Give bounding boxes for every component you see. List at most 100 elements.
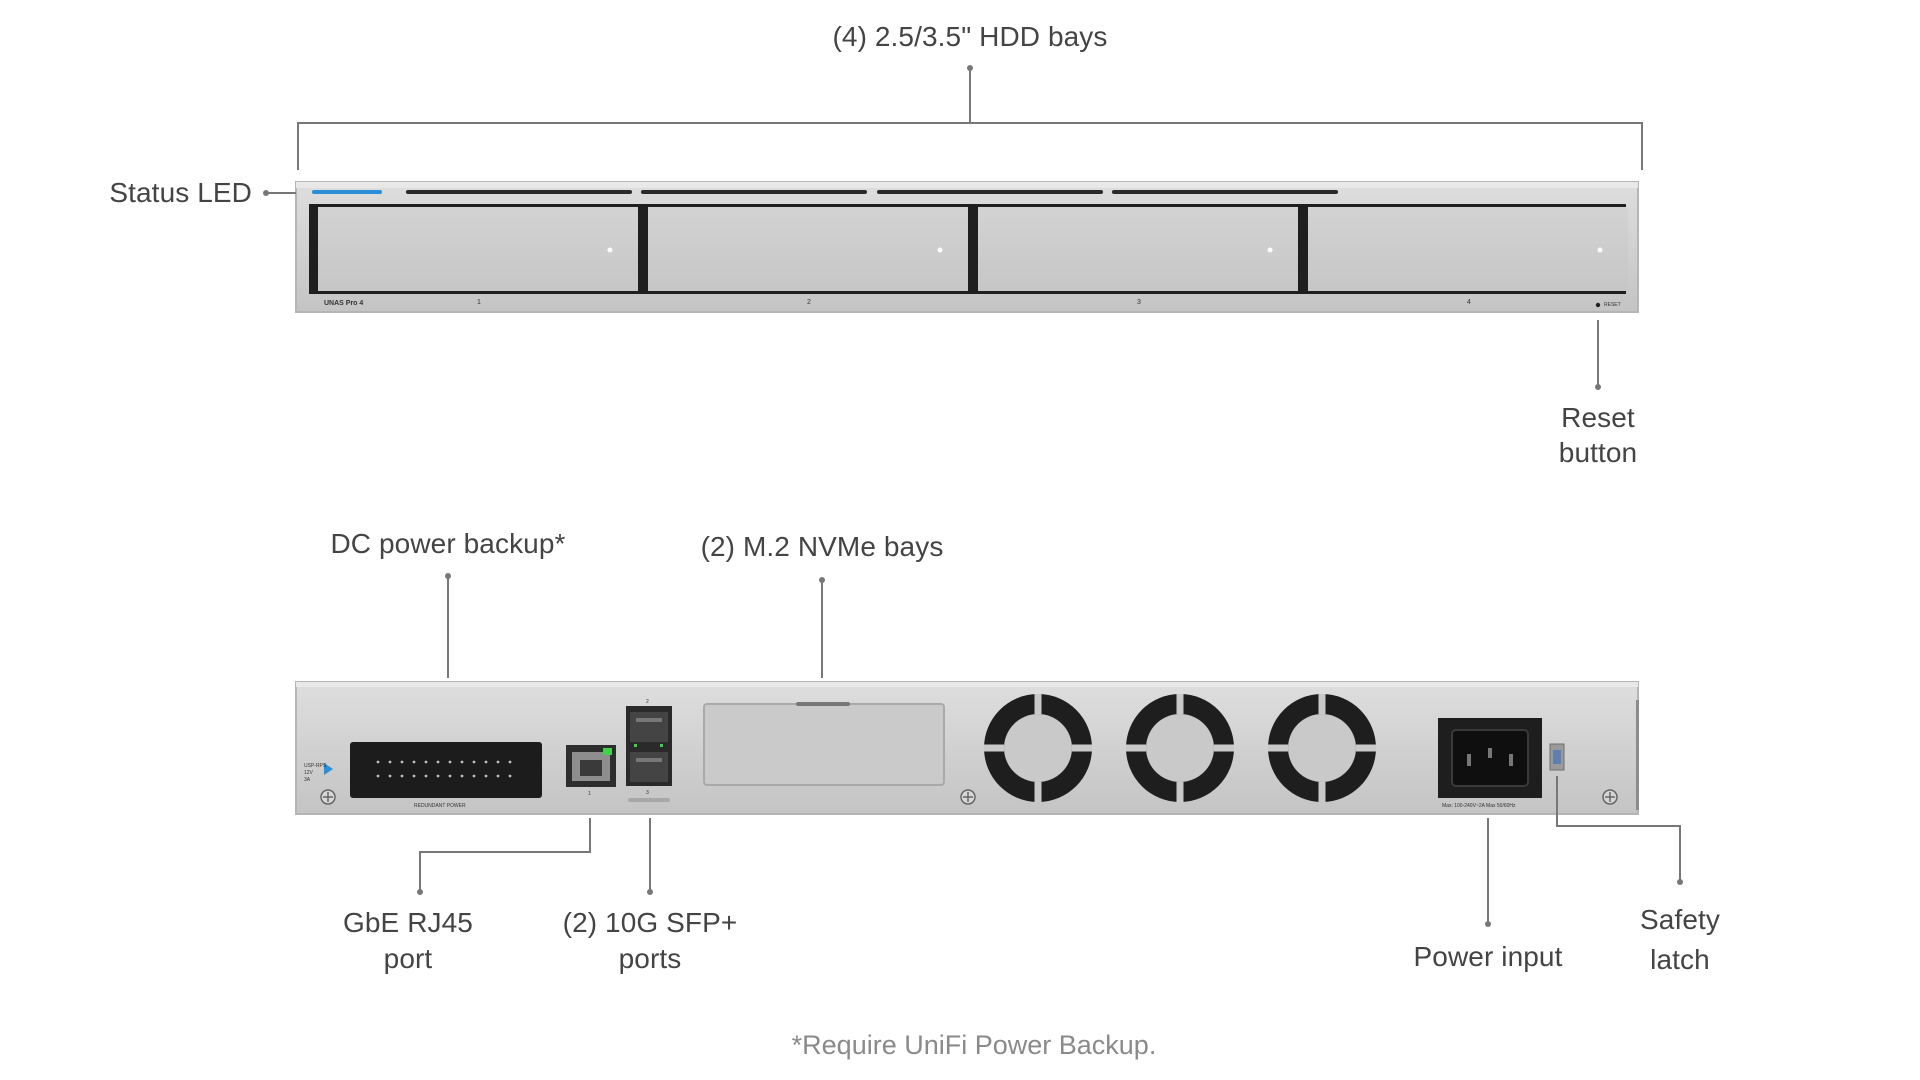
power-pin-ground <box>1488 748 1492 758</box>
status-led-bar <box>312 190 382 194</box>
gbe-leader <box>419 818 591 890</box>
reset-label-line-2: button <box>1558 437 1638 468</box>
hdd-tray-4[interactable] <box>1308 207 1628 291</box>
bay-slot-line-1 <box>406 190 632 194</box>
nvme-bay-cover[interactable] <box>703 703 945 786</box>
dc-pin <box>448 774 452 778</box>
dc-pin <box>472 760 476 764</box>
bay-slot-line-4 <box>1112 190 1338 194</box>
footnote: *Require UniFi Power Backup. <box>791 1030 1157 1060</box>
dc-power-label: DC power backup* <box>330 528 566 559</box>
rj45-jack-inner <box>580 760 602 776</box>
dc-pin <box>508 774 512 778</box>
reset-marking: RESET <box>1604 302 1621 308</box>
sfp-bottom-number: 3 <box>646 790 649 796</box>
dc-note-line-3: 3A <box>304 777 311 783</box>
dc-note-arrow-icon <box>324 763 333 775</box>
fan-icons <box>984 694 1376 802</box>
dc-pin <box>412 774 416 778</box>
bay-slot-line-3 <box>877 190 1103 194</box>
tray-release-2[interactable] <box>937 247 943 253</box>
reset-label-line-1: Reset <box>1561 402 1635 433</box>
bay-slot-line-2 <box>641 190 867 194</box>
fan-icon-1 <box>984 694 1092 802</box>
sfp-ports-label: (2) 10G SFP+ ports <box>563 905 738 977</box>
front-panel <box>295 181 1639 313</box>
rear-right-edge <box>1636 700 1639 810</box>
gbe-port-label: GbE RJ45 port <box>343 905 473 977</box>
dc-pin <box>400 774 404 778</box>
sfp-label-line-2: ports <box>618 943 682 974</box>
dc-pin <box>472 774 476 778</box>
status-led-label: Status LED <box>109 177 252 208</box>
dc-note-line-1: USP-RPS <box>304 763 327 769</box>
dc-pin <box>376 774 380 778</box>
rear-leader-dots <box>417 573 1683 927</box>
sfp-port-3[interactable] <box>630 752 668 782</box>
reset-button-dot[interactable] <box>1595 302 1601 308</box>
rear-panel <box>295 681 1639 815</box>
dc-pin <box>388 774 392 778</box>
tray-release-1[interactable] <box>607 247 613 253</box>
dc-pin <box>484 774 488 778</box>
dc-pin <box>388 760 392 764</box>
dc-pin <box>412 760 416 764</box>
redundant-power-marking: REDUNDANT POWER <box>414 803 466 809</box>
hdd-bays-bracket <box>297 122 1643 170</box>
front-leader-dots <box>263 65 1601 390</box>
bay-number-1: 1 <box>477 299 481 306</box>
dc-pin <box>448 760 452 764</box>
sfp-pull-tab <box>628 798 670 802</box>
power-input-label: Power input <box>1413 941 1563 972</box>
dc-pin <box>484 760 488 764</box>
dc-pin <box>496 760 500 764</box>
fan-icon-3 <box>1268 694 1376 802</box>
front-model-label: UNAS Pro 4 <box>324 300 364 307</box>
dc-pin <box>424 774 428 778</box>
bay-number-4: 4 <box>1467 299 1471 306</box>
bay-number-3: 3 <box>1137 299 1141 306</box>
hdd-tray-1[interactable] <box>318 207 638 291</box>
dc-pin <box>460 774 464 778</box>
gbe-label-line-1: GbE RJ45 <box>343 907 473 938</box>
power-pin-left <box>1467 754 1471 766</box>
dc-pin <box>460 760 464 764</box>
front-top-edge <box>296 182 1638 188</box>
rear-leader-lines <box>419 578 1681 922</box>
rj45-port-number: 1 <box>588 791 591 797</box>
sfp-label-line-1: (2) 10G SFP+ <box>562 907 738 938</box>
safety-label-line-1: Safety <box>1640 904 1720 935</box>
bay-number-2: 2 <box>807 299 811 306</box>
tray-release-4[interactable] <box>1597 247 1603 253</box>
reset-button-label: Reset button <box>1559 400 1637 470</box>
dc-pin <box>496 774 500 778</box>
sfp-led-2 <box>660 744 663 747</box>
rear-top-edge <box>296 682 1638 687</box>
sfp-port-2[interactable] <box>630 712 668 742</box>
sfp-led-1 <box>634 744 637 747</box>
safety-latch-leader <box>1556 776 1681 880</box>
nvme-bays-label: (2) M.2 NVMe bays <box>700 531 944 562</box>
nvme-cover-latch[interactable] <box>796 702 850 706</box>
gbe-label-line-2: port <box>383 943 433 974</box>
dc-pin <box>400 760 404 764</box>
rj45-link-led <box>603 748 612 755</box>
dc-pin <box>436 760 440 764</box>
dc-note-line-2: 12V <box>304 770 313 776</box>
sfp-port-2-slot <box>636 718 662 722</box>
fan-icon-2 <box>1126 694 1234 802</box>
hdd-tray-3[interactable] <box>978 207 1298 291</box>
sfp-top-number: 2 <box>646 699 649 705</box>
hdd-tray-2[interactable] <box>648 207 968 291</box>
safety-latch-label: Safety latch <box>1640 900 1720 980</box>
safety-latch-clip <box>1553 750 1561 764</box>
dc-connector-pins <box>376 760 512 778</box>
hdd-bays-label: (4) 2.5/3.5" HDD bays <box>832 21 1108 52</box>
dc-power-connector[interactable] <box>350 742 542 798</box>
power-pin-right <box>1509 754 1513 766</box>
tray-release-3[interactable] <box>1267 247 1273 253</box>
dc-pin <box>424 760 428 764</box>
power-spec-marking: Max: 100-240V~2A Max 50/60Hz <box>1442 803 1516 809</box>
